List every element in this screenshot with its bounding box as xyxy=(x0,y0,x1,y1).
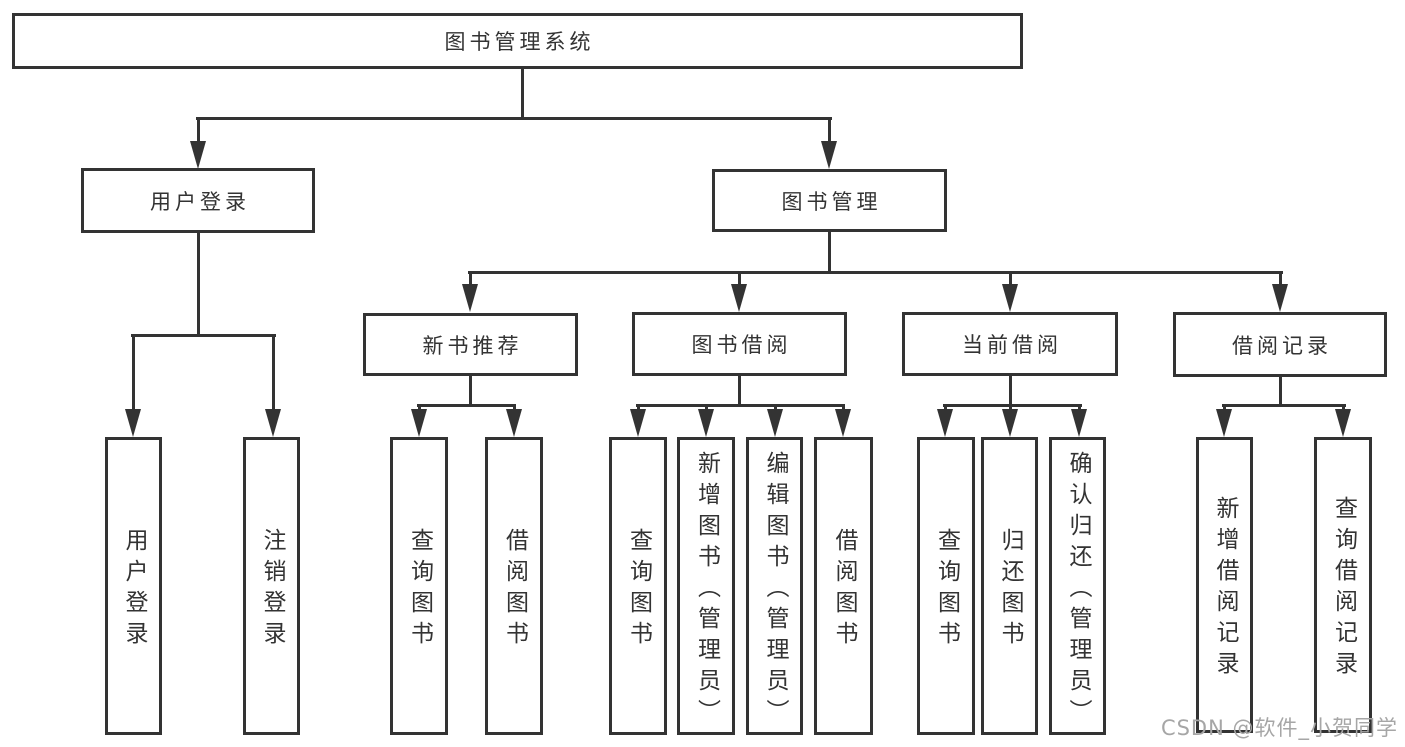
arrow-down-icon xyxy=(821,141,837,169)
connector-drop xyxy=(1279,271,1282,286)
connector-branch xyxy=(131,334,276,337)
arrow-down-icon xyxy=(1272,284,1288,312)
node-new-book-recommend: 新书推荐 xyxy=(363,313,578,376)
arrow-down-icon xyxy=(767,409,783,437)
connector-stem xyxy=(1279,377,1282,406)
arrow-down-icon xyxy=(731,284,747,312)
arrow-down-icon xyxy=(411,409,427,437)
node-user-login: 用户登录 xyxy=(81,168,315,233)
arrow-down-icon xyxy=(1071,409,1087,437)
arrow-down-icon xyxy=(462,284,478,312)
leaf-query-books-current: 查询图书 xyxy=(917,437,975,735)
arrow-down-icon xyxy=(1216,409,1232,437)
connector-branch xyxy=(417,404,516,407)
leaf-query-books-recommend: 查询图书 xyxy=(390,437,448,735)
leaf-user-login: 用户登录 xyxy=(105,437,162,735)
connector-stem xyxy=(197,233,200,336)
connector-branch xyxy=(943,404,1082,407)
csdn-watermark: CSDN @软件_小贺同学 xyxy=(1160,716,1398,740)
arrow-down-icon xyxy=(265,409,281,437)
node-root: 图书管理系统 xyxy=(12,13,1023,69)
arrow-down-icon xyxy=(630,409,646,437)
leaf-query-books-borrow: 查询图书 xyxy=(609,437,667,735)
leaf-return-book: 归还图书 xyxy=(981,437,1038,735)
leaf-logout: 注销登录 xyxy=(243,437,300,735)
arrow-down-icon xyxy=(190,141,206,169)
node-current-borrow: 当前借阅 xyxy=(902,312,1118,376)
connector-branch xyxy=(1222,404,1346,407)
node-borrow-records: 借阅记录 xyxy=(1173,312,1387,377)
arrow-down-icon xyxy=(125,409,141,437)
connector-drop xyxy=(738,271,741,286)
connector-drop xyxy=(197,117,200,143)
connector-branch xyxy=(468,271,1283,274)
connector-drop xyxy=(1009,271,1012,286)
arrow-down-icon xyxy=(698,409,714,437)
leaf-add-book-admin: 新增图书（管理员） xyxy=(677,437,735,735)
connector-root-branch xyxy=(196,117,832,120)
arrow-down-icon xyxy=(1002,409,1018,437)
connector-root-stem xyxy=(521,69,524,118)
connector-stem xyxy=(828,232,831,273)
leaf-edit-book-admin: 编辑图书（管理员） xyxy=(746,437,803,735)
connector-branch xyxy=(636,404,845,407)
connector-drop xyxy=(272,334,275,411)
leaf-confirm-return-admin: 确认归还（管理员） xyxy=(1049,437,1106,735)
arrow-down-icon xyxy=(835,409,851,437)
arrow-down-icon xyxy=(937,409,953,437)
leaf-query-borrow-record: 查询借阅记录 xyxy=(1314,437,1372,733)
node-book-management: 图书管理 xyxy=(712,169,947,232)
connector-stem xyxy=(469,376,472,406)
connector-drop xyxy=(469,271,472,286)
arrow-down-icon xyxy=(1002,284,1018,312)
arrow-down-icon xyxy=(506,409,522,437)
arrow-down-icon xyxy=(1335,409,1351,437)
connector-drop xyxy=(828,117,831,143)
leaf-borrow-books: 借阅图书 xyxy=(814,437,873,735)
connector-drop xyxy=(132,334,135,411)
connector-stem xyxy=(1009,376,1012,406)
node-book-borrow: 图书借阅 xyxy=(632,312,847,376)
connector-stem xyxy=(738,376,741,406)
leaf-add-borrow-record: 新增借阅记录 xyxy=(1196,437,1253,733)
leaf-borrow-books-recommend: 借阅图书 xyxy=(485,437,543,735)
